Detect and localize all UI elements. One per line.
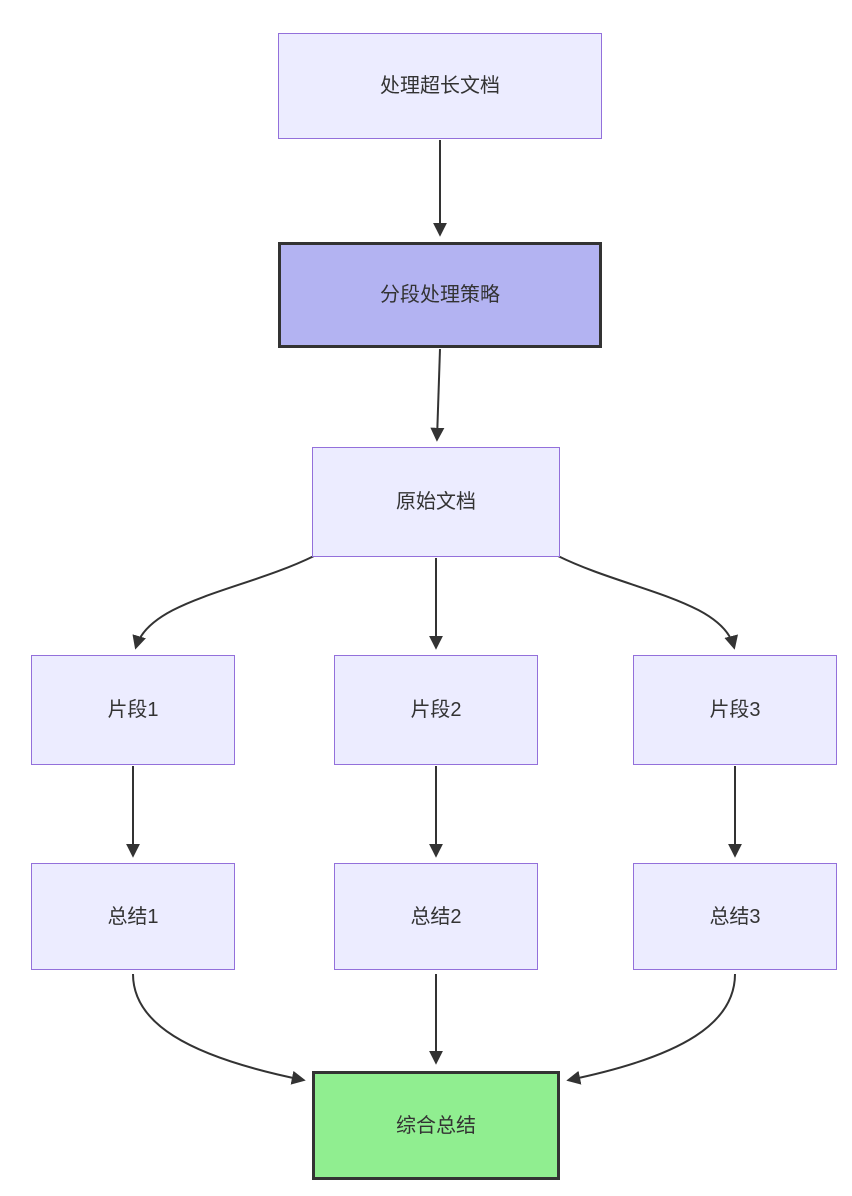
edge-sum3-final — [566, 973, 736, 1085]
node-label: 总结2 — [410, 905, 462, 928]
node-summary-3: 总结3 — [633, 863, 837, 970]
node-label: 综合总结 — [396, 1114, 476, 1137]
node-label: 片段3 — [709, 699, 761, 721]
node-label: 总结3 — [709, 905, 761, 928]
node-segment-3: 片段3 — [633, 655, 837, 765]
node-combined-summary: 综合总结 — [312, 1071, 560, 1180]
edge-doc-seg3 — [557, 555, 738, 650]
node-segment-2: 片段2 — [334, 655, 538, 765]
node-label: 片段2 — [410, 699, 462, 721]
node-label: 原始文档 — [396, 491, 476, 513]
edge-doc-seg1 — [132, 555, 315, 650]
node-summary-1: 总结1 — [31, 863, 235, 970]
node-segment-1: 片段1 — [31, 655, 235, 765]
node-segmented-processing-strategy: 分段处理策略 — [278, 242, 602, 348]
node-process-long-document: 处理超长文档 — [278, 33, 602, 139]
node-original-document: 原始文档 — [312, 447, 560, 557]
node-label: 总结1 — [107, 905, 159, 928]
node-label: 分段处理策略 — [380, 284, 500, 306]
node-label: 片段1 — [107, 699, 159, 721]
node-summary-2: 总结2 — [334, 863, 538, 970]
edge-sum1-final — [132, 973, 306, 1085]
node-label: 处理超长文档 — [380, 75, 500, 97]
edge-strategy-doc — [430, 348, 445, 442]
